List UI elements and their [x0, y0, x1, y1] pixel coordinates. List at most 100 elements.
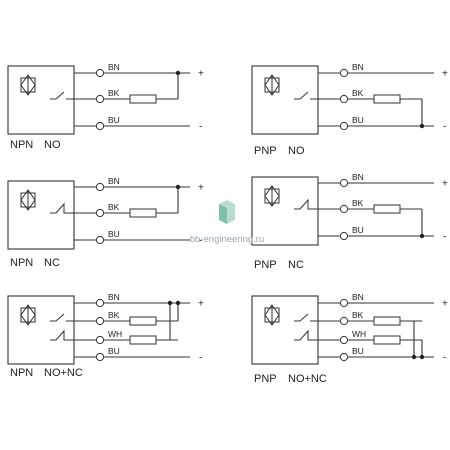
sensor-type-label: PNP: [254, 259, 277, 271]
wire-label-bk: BK: [108, 88, 120, 98]
junction-dot: [175, 70, 181, 76]
load-resistor: [373, 94, 401, 104]
terminal-bu: [95, 121, 105, 131]
sensor-type-label: PNP: [254, 145, 277, 157]
load-resistor: [129, 335, 157, 345]
output-mode-label: NO+NC: [44, 367, 83, 379]
positive-terminal-label: +: [442, 179, 448, 190]
wire-label-bn: BN: [108, 62, 120, 72]
wire-label-bk: BK: [108, 202, 120, 212]
sensor-body: [251, 65, 319, 135]
wire-label-bn: BN: [108, 292, 120, 302]
terminal-wh: [95, 335, 105, 345]
junction-dot: [411, 354, 417, 360]
output-mode-label: NO+NC: [288, 373, 327, 385]
sensor-type-label: PNP: [254, 373, 277, 385]
switch-nc-icon: [50, 202, 74, 214]
wire-label-bk: BK: [352, 310, 364, 320]
wire-label-bu: BU: [108, 115, 120, 125]
switch-nc-icon: [50, 329, 74, 341]
negative-terminal-label: -: [443, 122, 446, 133]
positive-terminal-label: +: [442, 69, 448, 80]
wire-label-bu: BU: [108, 346, 120, 356]
watermark-text: bb-engineering.ru: [190, 234, 264, 245]
terminal-bn: [339, 178, 349, 188]
terminal-wh: [339, 335, 349, 345]
positive-terminal-label: +: [442, 299, 448, 310]
diagram-pnp-no: BN BK BU + - PNP NO: [251, 62, 448, 157]
switch-nc-icon: [294, 198, 318, 210]
wire-label-bu: BU: [352, 346, 364, 356]
wire-label-bn: BN: [108, 176, 120, 186]
terminal-bu: [95, 352, 105, 362]
terminal-bk: [95, 94, 105, 104]
positive-terminal-label: +: [198, 299, 204, 310]
junction-dot: [419, 354, 425, 360]
switch-nc-icon: [294, 329, 318, 341]
load-resistor: [373, 316, 401, 326]
diagram-npn-nc: BN BK BU + - NPN NC: [7, 176, 204, 269]
wire-label-bu: BU: [352, 115, 364, 125]
terminal-bu: [339, 121, 349, 131]
output-mode-label: NC: [288, 259, 304, 271]
sensor-body: [7, 65, 75, 135]
output-mode-label: NC: [44, 257, 60, 269]
terminal-bk: [95, 316, 105, 326]
wire-label-bn: BN: [352, 292, 364, 302]
wire-label-wh: WH: [108, 329, 122, 339]
junction-dot: [167, 300, 173, 306]
switch-no-icon: [294, 91, 318, 100]
sensor-type-label: NPN: [10, 139, 33, 151]
cube-logo-icon: [227, 204, 235, 224]
wire-label-bk: BK: [352, 88, 364, 98]
negative-terminal-label: -: [443, 353, 446, 364]
sensor-body: [251, 295, 319, 365]
wire-label-bu: BU: [108, 229, 120, 239]
positive-terminal-label: +: [198, 69, 204, 80]
sensor-type-label: NPN: [10, 257, 33, 269]
terminal-bu: [95, 235, 105, 245]
switch-no-icon: [50, 313, 74, 322]
watermark: bb-engineering.ru: [190, 200, 264, 245]
wire-label-bk: BK: [108, 310, 120, 320]
negative-terminal-label: -: [199, 353, 202, 364]
junction-dot: [419, 123, 425, 129]
load-resistor: [373, 204, 401, 214]
wire-label-wh: WH: [352, 329, 366, 339]
cube-logo-icon: [219, 204, 227, 224]
wire-label-bk: BK: [352, 198, 364, 208]
sensor-type-label: NPN: [10, 367, 33, 379]
terminal-bk: [339, 316, 349, 326]
positive-terminal-label: +: [198, 183, 204, 194]
terminal-bk: [339, 204, 349, 214]
sensor-body: [7, 295, 75, 365]
switch-no-icon: [50, 91, 74, 100]
terminal-bu: [339, 231, 349, 241]
diagram-npn-no: BN BK BU + - NPN NO: [7, 62, 204, 151]
junction-dot: [175, 184, 181, 190]
load-resistor: [129, 316, 157, 326]
diagram-pnp-nonc: BN BK WH BU + - PNP NO+NC: [251, 292, 448, 385]
terminal-bu: [339, 352, 349, 362]
terminal-bn: [95, 182, 105, 192]
output-mode-label: NO: [288, 145, 305, 157]
sensor-body: [251, 176, 319, 246]
wire-label-bn: BN: [352, 62, 364, 72]
terminal-bn: [339, 298, 349, 308]
load-resistor: [129, 208, 157, 218]
negative-terminal-label: -: [199, 236, 202, 247]
terminal-bk: [339, 94, 349, 104]
wire-label-bu: BU: [352, 225, 364, 235]
negative-terminal-label: -: [199, 122, 202, 133]
terminal-bn: [339, 68, 349, 78]
terminal-bn: [95, 298, 105, 308]
junction-dot: [419, 233, 425, 239]
sensor-body: [7, 180, 75, 250]
load-resistor: [373, 335, 401, 345]
wire-label-bn: BN: [352, 172, 364, 182]
diagram-npn-nonc: BN BK WH BU + - NPN NO+NC: [7, 292, 204, 379]
switch-no-icon: [294, 313, 318, 322]
output-mode-label: NO: [44, 139, 61, 151]
